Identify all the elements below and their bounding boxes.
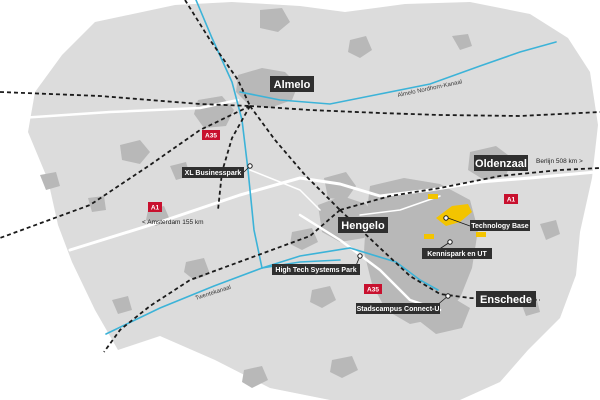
dot-high-tech: [357, 253, 363, 259]
badge-a1-west: A1: [148, 202, 162, 212]
city-enschede: Enschede: [476, 291, 536, 307]
urban-hengelo-north: [324, 172, 356, 200]
svg-text:Hengelo: Hengelo: [341, 220, 385, 232]
urban-blob-5: [40, 172, 60, 190]
svg-text:A35: A35: [367, 287, 379, 294]
badge-2: [424, 234, 434, 239]
urban-blob-4: [452, 34, 472, 50]
dot-xl-businesspark: [247, 163, 253, 169]
rail-hengelo-oldenzaal: [339, 167, 600, 211]
urban-blob-3: [348, 36, 372, 58]
poi-kennispark: Kennispark en UT: [422, 248, 492, 259]
badge-a35-south: A35: [364, 284, 382, 294]
badge-a35-west: A35: [202, 130, 220, 140]
railways: [0, 0, 600, 353]
road-minor-1: [359, 195, 441, 216]
urban-blob-13: [540, 220, 560, 240]
rail-sw: [0, 105, 251, 239]
canal-almelo-nordhorn: [239, 41, 557, 105]
svg-text:Enschede: Enschede: [480, 294, 532, 306]
urban-blob-1: [120, 140, 150, 164]
rail-almelo-south: [217, 105, 251, 211]
urban-blob-6: [88, 196, 106, 212]
dot-technology-base: [443, 215, 449, 221]
urban-blob-15: [112, 296, 132, 314]
poi-xl-businesspark: XL Businesspark: [182, 167, 244, 178]
urban-blob-9: [290, 228, 318, 250]
city-oldenzaal: Oldenzaal: [474, 155, 528, 171]
distance-berlijn: Berlijn 508 km >: [536, 158, 583, 165]
rail-hengelo-south: [103, 209, 341, 353]
road-minor-2: [249, 169, 321, 211]
poi-stadscampus: Stadscampus Connect-U: [356, 303, 440, 314]
svg-text:Kennispark en UT: Kennispark en UT: [427, 251, 487, 258]
rail-north: [184, 0, 251, 107]
poi-technology-base: Technology Base: [470, 220, 530, 231]
rail-hengelo-enschede: [339, 209, 541, 301]
badge-1: [428, 194, 438, 199]
city-hengelo: Hengelo: [338, 217, 388, 233]
road-a1: [68, 170, 598, 252]
roads: [18, 98, 598, 312]
urban-blob-8: [184, 258, 210, 280]
rail-almelo-east: [249, 105, 600, 117]
svg-text:Stadscampus Connect-U: Stadscampus Connect-U: [357, 306, 440, 313]
canal-twentekanaal: [105, 247, 439, 335]
svg-text:Technology Base: Technology Base: [471, 223, 529, 230]
dot-kennispark: [447, 239, 453, 245]
svg-text:A1: A1: [507, 197, 516, 204]
badge-a1-east: A1: [504, 194, 518, 204]
dot-stadscampus: [445, 293, 451, 299]
svg-text:Almelo: Almelo: [274, 79, 311, 91]
urban-blob-10: [310, 286, 336, 308]
rail-almelo-west: [0, 91, 251, 107]
poi-high-tech: High Tech Systems Park: [272, 264, 360, 275]
urban-blob-2: [260, 8, 290, 32]
badge-3: [476, 232, 486, 237]
rail-almelo-hengelo: [249, 105, 341, 211]
svg-text:A1: A1: [151, 205, 160, 212]
distance-amsterdam: < Amsterdam 155 km: [142, 219, 204, 226]
svg-text:Oldenzaal: Oldenzaal: [475, 158, 527, 170]
poi-dots: [247, 163, 453, 299]
city-almelo: Almelo: [270, 76, 314, 92]
urban-blob-11: [330, 356, 358, 378]
svg-text:XL Businesspark: XL Businesspark: [185, 170, 242, 177]
svg-text:A35: A35: [205, 133, 217, 140]
urban-blob-12: [242, 366, 268, 388]
svg-text:High Tech Systems Park: High Tech Systems Park: [275, 267, 356, 274]
